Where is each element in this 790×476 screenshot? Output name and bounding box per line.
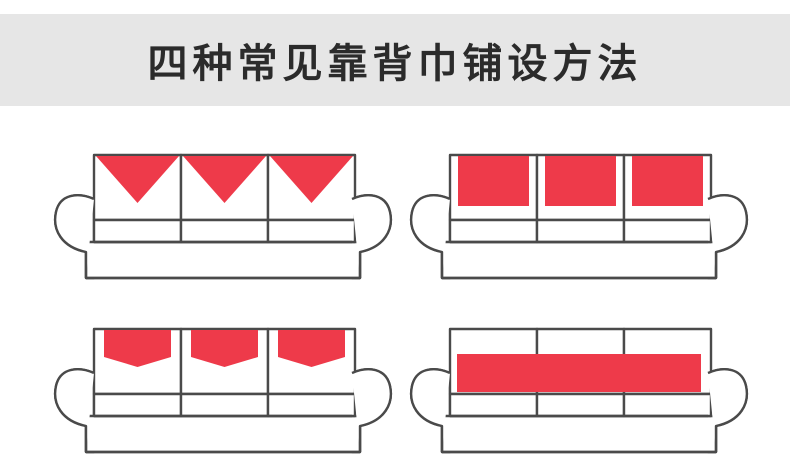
page-title: 四种常见靠背巾铺设方法 [147, 41, 643, 87]
title-banner: 四种常见靠背巾铺设方法 [0, 14, 790, 106]
sofa-illustration-2 [409, 153, 749, 280]
towel [278, 330, 345, 367]
seat-cushion [622, 392, 713, 418]
left-arm [53, 368, 95, 452]
sofa-pentagon-towels [52, 324, 394, 456]
seat-cushion [448, 218, 539, 244]
pentagon-towels [104, 330, 345, 367]
towel [96, 156, 179, 203]
sofa-illustration-4 [409, 327, 749, 454]
sofa-triangle-towels [52, 150, 394, 282]
towel [191, 330, 258, 367]
sofa-full-length-towel [408, 324, 750, 456]
triangle-towels [96, 156, 353, 203]
seat-cushion [448, 392, 539, 418]
sofa-base [84, 240, 362, 280]
towel [104, 330, 171, 367]
full-length-towel [457, 354, 701, 392]
left-arm [53, 194, 95, 278]
sofa-illustration-3 [53, 327, 393, 454]
seat-cushion [622, 218, 713, 244]
towel [458, 156, 529, 206]
right-arm [707, 368, 749, 452]
towel [545, 156, 616, 206]
seat-cushion [266, 218, 357, 244]
right-arm [707, 194, 749, 278]
towel [457, 354, 701, 392]
towel [183, 156, 266, 203]
sofa-base [440, 240, 718, 280]
right-arm [351, 194, 393, 278]
seat-cushion [535, 392, 626, 418]
towel [632, 156, 703, 206]
seat-cushion [92, 392, 183, 418]
seat-cushion [266, 392, 357, 418]
left-arm [409, 194, 451, 278]
seat-cushion [535, 218, 626, 244]
sofa-illustration-1 [53, 153, 393, 280]
sofa-square-towels [408, 150, 750, 282]
left-arm [409, 368, 451, 452]
right-arm [351, 368, 393, 452]
seat-cushion [179, 392, 270, 418]
square-towels [458, 156, 703, 206]
sofa-base [84, 414, 362, 454]
towel [270, 156, 353, 203]
seat-cushion [92, 218, 183, 244]
seat-cushion [179, 218, 270, 244]
sofa-base [440, 414, 718, 454]
